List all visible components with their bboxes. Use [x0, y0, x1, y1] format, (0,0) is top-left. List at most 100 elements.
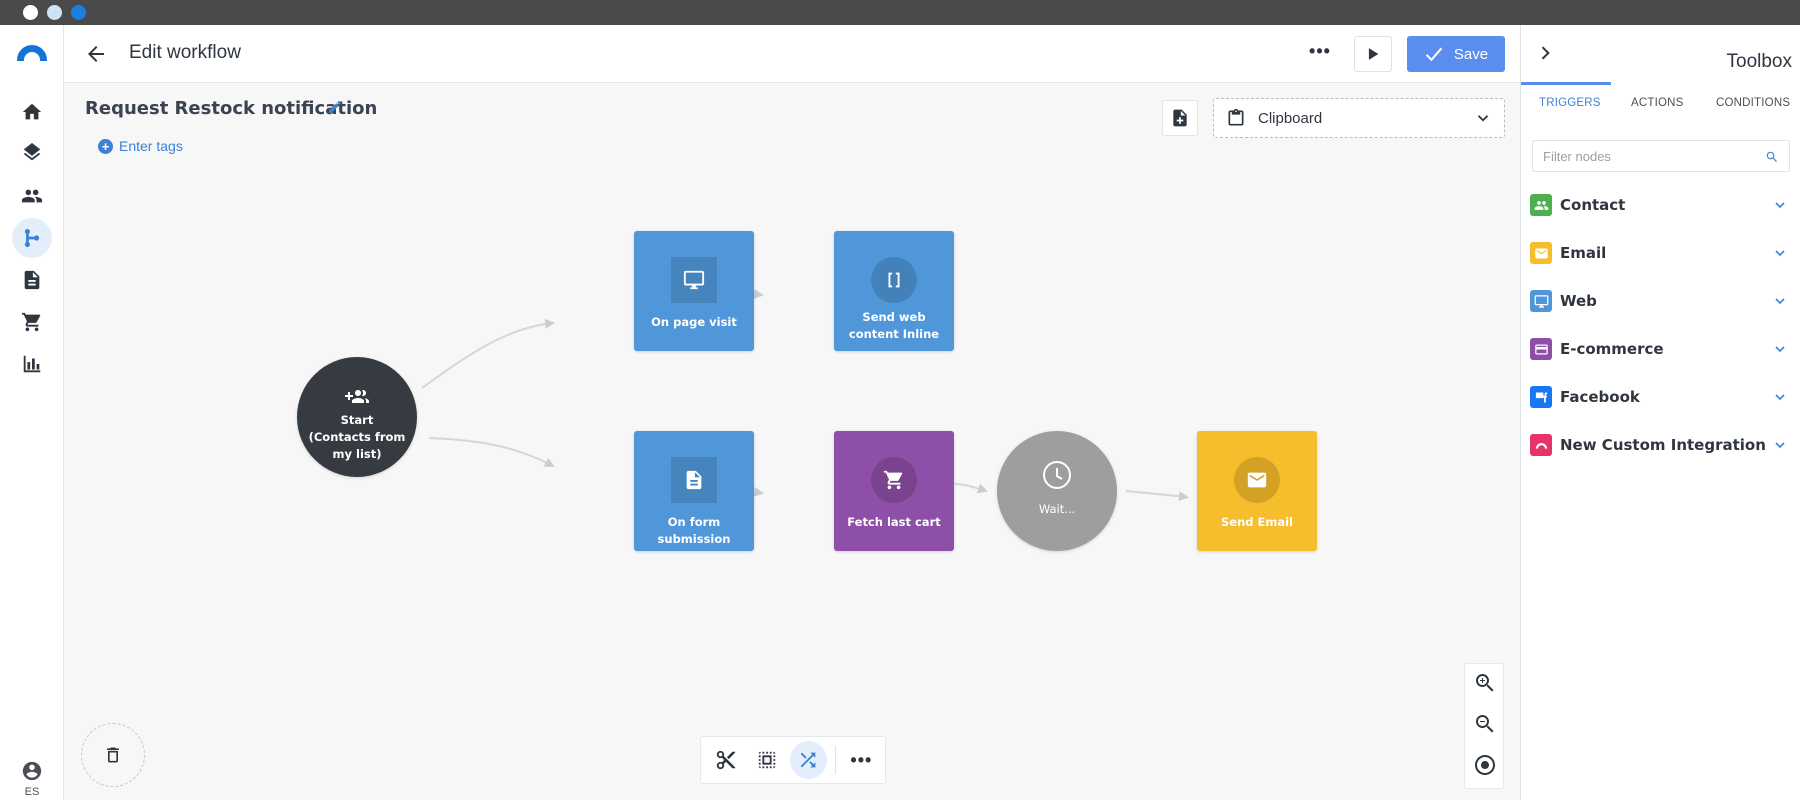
nav-workflows[interactable] [12, 218, 52, 258]
zoom-in-button[interactable] [1473, 671, 1497, 695]
facebook-icon [1530, 386, 1552, 408]
add-circle-icon: + [98, 138, 113, 154]
mail-icon [1530, 242, 1552, 264]
edge-start-to-form [428, 437, 555, 467]
zoom-out-icon [1476, 715, 1494, 733]
canvas-more-button[interactable]: ••• [850, 749, 873, 770]
tab-conditions[interactable]: CONDITIONS [1716, 97, 1791, 109]
auto-layout-button[interactable] [789, 741, 827, 779]
node-fetch-last-cart[interactable]: Fetch last cart [834, 431, 954, 551]
form-document-icon [671, 457, 717, 503]
note-add-icon [1173, 109, 1187, 127]
document-icon [24, 270, 40, 290]
cart-icon [21, 312, 41, 332]
back-button[interactable] [84, 42, 108, 66]
enter-tags-label: Enter tags [119, 138, 183, 154]
select-all-button[interactable] [748, 741, 785, 779]
clipboard-label: Clipboard [1258, 109, 1323, 127]
node-fetch-last-cart-label: Fetch last cart [847, 515, 941, 529]
zoom-controls [1464, 663, 1504, 789]
edge-wait-to-send-email [1125, 490, 1189, 502]
target-icon [1475, 755, 1495, 775]
nav-ecommerce[interactable] [12, 302, 52, 342]
add-note-button[interactable] [1162, 100, 1198, 136]
run-test-button[interactable] [1354, 36, 1392, 72]
enter-tags-link[interactable]: + Enter tags [98, 138, 183, 154]
nav-reports[interactable] [12, 344, 52, 384]
shuffle-icon [800, 752, 816, 768]
recenter-button[interactable] [1473, 753, 1497, 777]
canvas-tools: ••• [700, 736, 886, 784]
category-facebook[interactable]: Facebook [1530, 379, 1792, 415]
window-titlebar [0, 0, 1800, 25]
nav-pages[interactable] [12, 260, 52, 300]
collapse-toolbox-button[interactable] [1535, 43, 1555, 63]
node-start[interactable]: Start (Contacts from my list) [297, 357, 417, 477]
node-send-email[interactable]: Send Email [1197, 431, 1317, 551]
nav-contacts[interactable] [12, 176, 52, 216]
page-title: Edit workflow [129, 42, 241, 63]
chevron-down-icon [1477, 115, 1489, 122]
workflow-icon [24, 229, 40, 247]
toolbar-divider [834, 746, 836, 774]
bar-chart-icon [23, 355, 41, 373]
zoom-in-icon [1476, 674, 1494, 692]
category-label: E-commerce [1560, 340, 1664, 358]
category-label: Contact [1560, 196, 1626, 214]
mail-icon [1234, 457, 1280, 503]
node-on-form-submission[interactable]: On form submission [634, 431, 754, 551]
node-on-page-visit-label: On page visit [651, 315, 737, 329]
edge-start-to-page-visit [421, 318, 555, 389]
node-send-web-content[interactable]: Send web content Inline [834, 231, 954, 351]
search-icon [1766, 151, 1777, 162]
edit-name-button[interactable] [327, 99, 343, 115]
save-button[interactable]: Save [1407, 36, 1505, 72]
clock-icon [1041, 459, 1073, 491]
workflow-canvas[interactable]: Request Restock notification + Enter tag… [64, 83, 1520, 800]
category-email[interactable]: Email [1530, 235, 1792, 271]
chevron-down-icon [1775, 346, 1785, 353]
category-ecommerce[interactable]: E-commerce [1530, 331, 1792, 367]
category-new-custom-integration[interactable]: New Custom Integration [1530, 427, 1792, 463]
monitor-icon [671, 257, 717, 303]
node-on-page-visit[interactable]: On page visit [634, 231, 754, 351]
account-language-label: ES [24, 786, 40, 798]
delete-node-dropzone[interactable] [81, 723, 145, 787]
filter-nodes-field [1532, 140, 1790, 172]
tab-actions[interactable]: ACTIONS [1631, 97, 1684, 109]
card-icon [1530, 338, 1552, 360]
chevron-down-icon [1775, 250, 1785, 257]
chevron-down-icon [1775, 202, 1785, 209]
category-contact[interactable]: Contact [1530, 187, 1792, 223]
node-wait[interactable]: Wait... [997, 431, 1117, 551]
window-maximize-button[interactable] [71, 5, 86, 20]
chevron-down-icon [1775, 394, 1785, 401]
chevron-right-icon [1541, 46, 1550, 60]
left-nav-rail: ES [0, 25, 64, 800]
zoom-out-button[interactable] [1473, 712, 1497, 736]
nav-home[interactable] [12, 92, 52, 132]
category-web[interactable]: Web [1530, 283, 1792, 319]
toolbox-title: Toolbox [1726, 51, 1793, 72]
chevron-down-icon [1775, 298, 1785, 305]
window-close-button[interactable] [23, 5, 38, 20]
integration-icon [1530, 434, 1552, 456]
brand-logo-icon[interactable] [17, 45, 47, 61]
node-on-form-submission-label: On form submission [657, 515, 731, 546]
window-minimize-button[interactable] [47, 5, 62, 20]
chevron-down-icon [1775, 442, 1785, 449]
select-area-icon [758, 751, 776, 769]
cart-icon [871, 457, 917, 503]
clipboard-dropdown[interactable]: Clipboard [1213, 98, 1505, 138]
account-circle-icon [22, 761, 42, 781]
nav-campaigns[interactable] [12, 134, 52, 174]
filter-nodes-input[interactable] [1533, 141, 1753, 171]
more-options-button[interactable]: ••• [1309, 41, 1331, 61]
people-icon [21, 189, 43, 203]
tab-triggers[interactable]: TRIGGERS [1539, 97, 1601, 109]
cut-button[interactable] [707, 741, 744, 779]
account-menu[interactable]: ES [18, 760, 46, 798]
node-wait-label: Wait... [1038, 502, 1076, 516]
toolbox-panel: Toolbox TRIGGERS ACTIONS CONDITIONS Cont… [1520, 25, 1800, 800]
layers-icon [23, 143, 41, 161]
